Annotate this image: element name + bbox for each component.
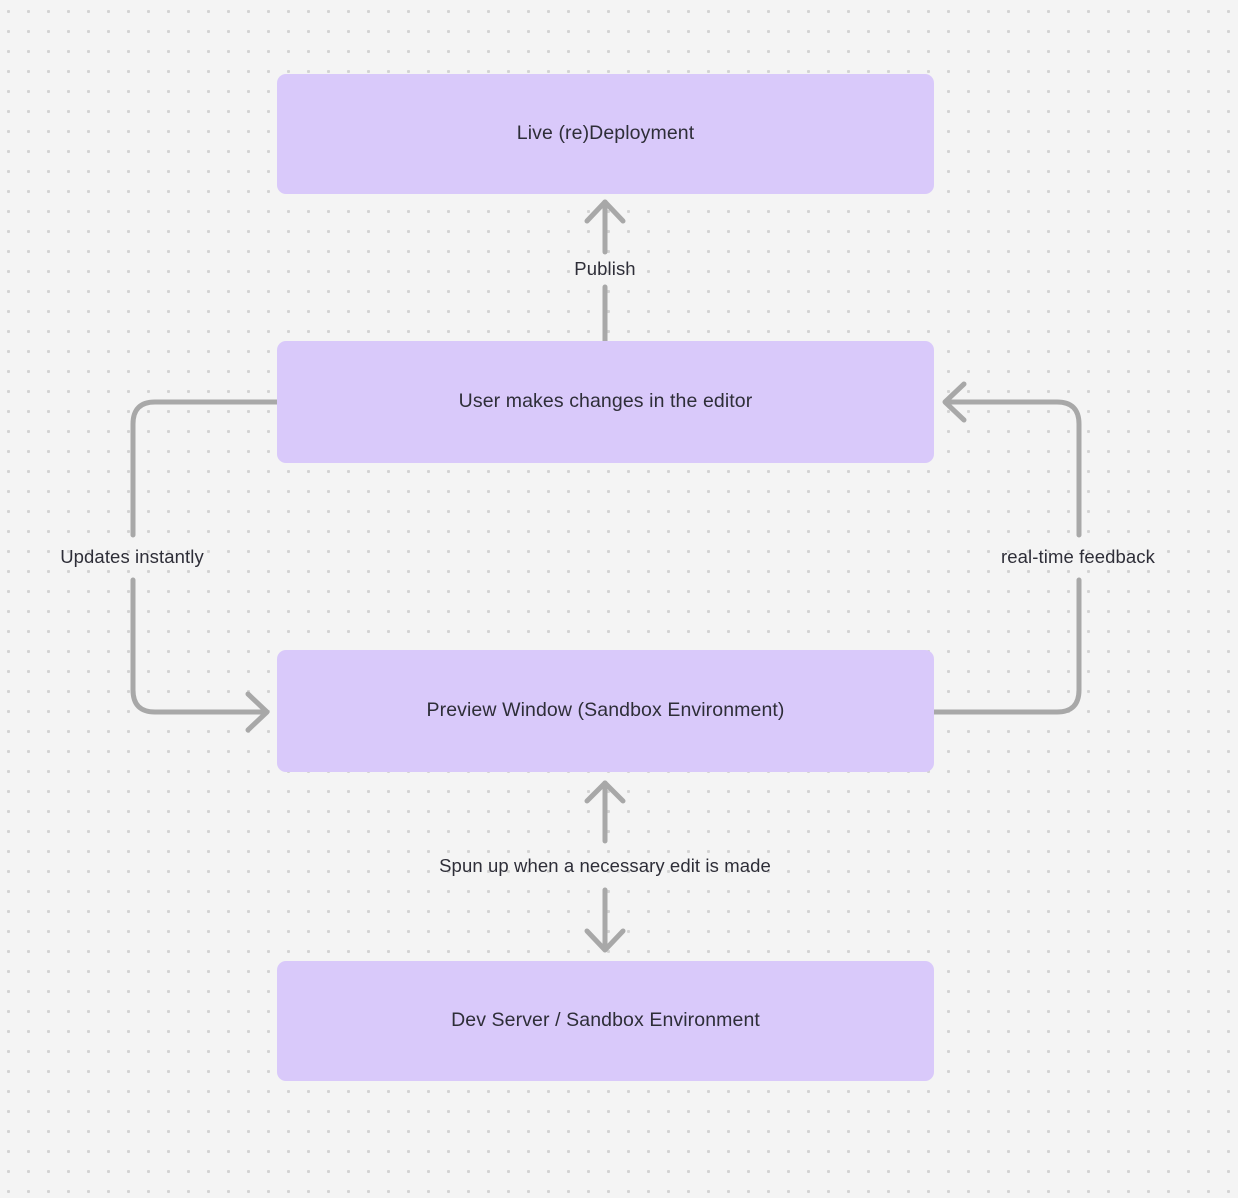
edge-real-time-feedback-upper-segment	[943, 399, 1082, 538]
edge-label-publish: Publish	[574, 258, 636, 279]
edge-spun-up-up-arrowhead-icon	[584, 780, 626, 804]
edge-publish-arrowhead-icon	[584, 199, 626, 224]
node-dev-server[interactable]: Dev Server / Sandbox Environment	[277, 961, 934, 1081]
edge-updates-instantly-lower-segment	[130, 577, 269, 715]
node-user-edits-label: User makes changes in the editor	[458, 390, 753, 413]
node-live-deployment-label: Live (re)Deployment	[516, 122, 695, 145]
edge-real-time-feedback-lower-segment	[931, 577, 1082, 715]
edge-updates-instantly-upper-segment	[130, 399, 280, 538]
edge-spun-up-down-arrowhead-icon	[584, 928, 626, 953]
edge-real-time-feedback-arrowhead-icon	[942, 381, 967, 423]
node-preview-window[interactable]: Preview Window (Sandbox Environment)	[277, 650, 934, 772]
edge-updates-instantly-arrowhead-icon	[245, 691, 270, 733]
edge-label-real-time-feedback: real-time feedback	[1001, 546, 1155, 567]
edge-label-updates-instantly: Updates instantly	[60, 546, 204, 567]
node-dev-server-label: Dev Server / Sandbox Environment	[451, 1009, 760, 1032]
node-live-deployment[interactable]: Live (re)Deployment	[277, 74, 934, 194]
edge-label-spun-up: Spun up when a necessary edit is made	[439, 855, 771, 876]
node-preview-window-label: Preview Window (Sandbox Environment)	[426, 699, 785, 722]
node-user-edits[interactable]: User makes changes in the editor	[277, 341, 934, 463]
